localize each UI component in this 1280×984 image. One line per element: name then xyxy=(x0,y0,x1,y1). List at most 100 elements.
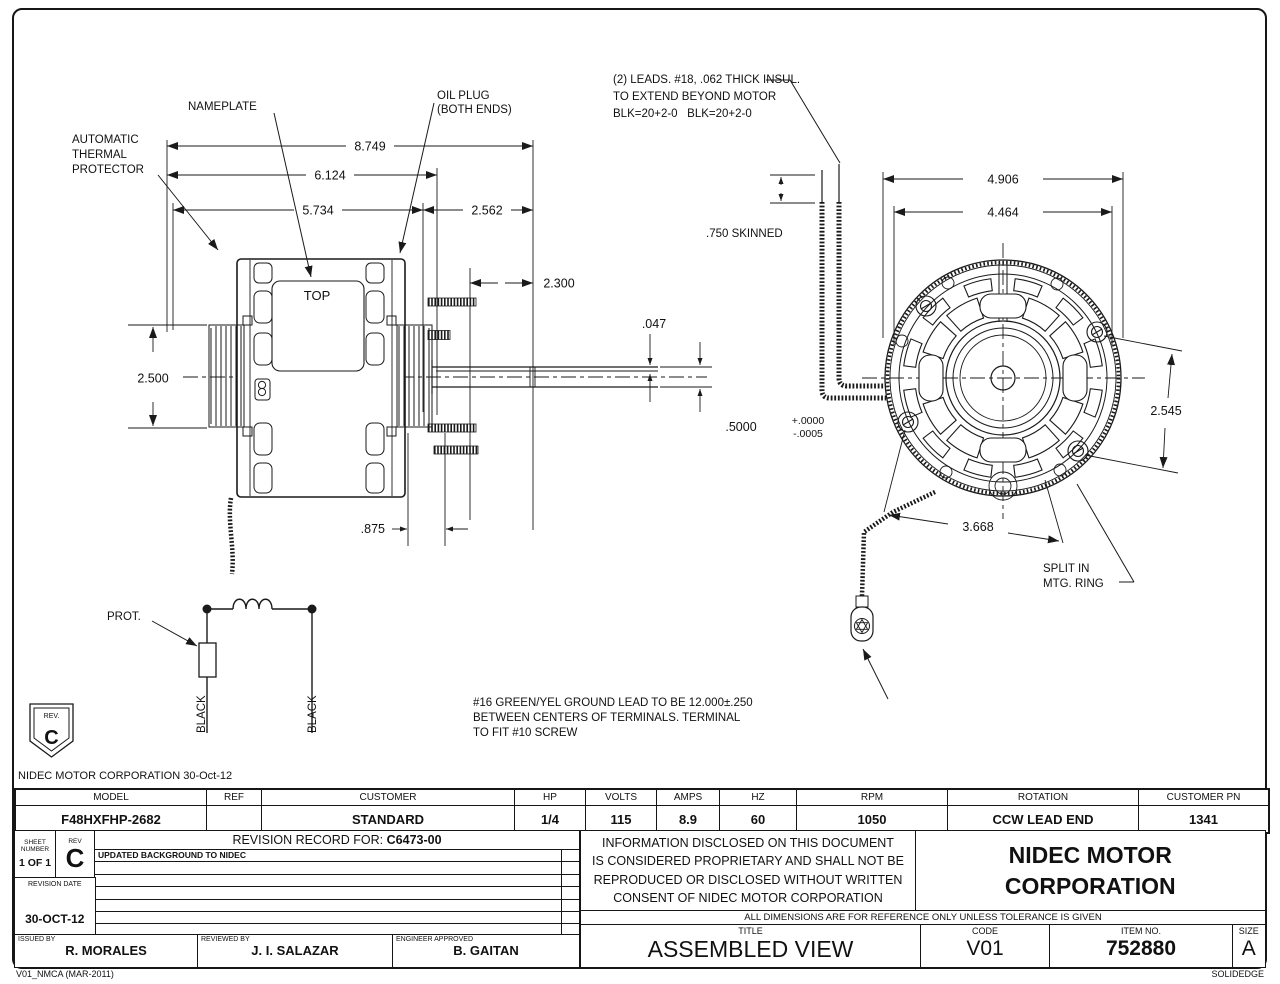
company-box: NIDEC MOTOR CORPORATION xyxy=(914,830,1266,911)
revision-record-divider xyxy=(561,849,562,934)
wiring-schematic xyxy=(151,598,317,733)
note-split-line1: SPLIT IN xyxy=(1043,563,1089,575)
sheet-label-1: SHEET xyxy=(24,839,46,846)
spec-value-rpm: 1050 xyxy=(857,812,887,827)
dim-5000: .5000 xyxy=(725,420,756,434)
rev-cell: REV C xyxy=(54,830,96,878)
sheet-label-2: NUMBER xyxy=(20,846,50,853)
footer-right: SOLIDEDGE xyxy=(1211,969,1264,979)
code-value: V01 xyxy=(966,937,1004,960)
revision-row-2 xyxy=(95,862,579,875)
revision-row-6 xyxy=(95,912,579,925)
dim-875: .875 xyxy=(361,522,385,536)
note-split-line2: MTG. RING xyxy=(1043,578,1104,590)
spec-header-hz: HZ xyxy=(720,790,796,806)
proprietary-line2: IS CONSIDERED PROPRIETARY AND SHALL NOT … xyxy=(592,854,904,868)
note-leads-line2: TO EXTEND BEYOND MOTOR xyxy=(613,91,776,103)
revision-record-title: REVISION RECORD FOR: xyxy=(232,833,384,847)
mounting-studs xyxy=(427,297,479,455)
note-thermal-line3: PROTECTOR xyxy=(72,164,144,176)
rev-badge-label: REV. xyxy=(44,713,60,720)
note-leads-line3: BLK=20+2-0 BLK=20+2-0 xyxy=(613,108,752,120)
sheet-border xyxy=(12,8,1267,969)
side-view-dimensions xyxy=(128,139,712,546)
spec-value-amps: 8.9 xyxy=(678,812,698,827)
revision-row-3 xyxy=(95,875,579,888)
item-cell: ITEM NO. 752880 xyxy=(1049,924,1233,968)
size-label: SIZE xyxy=(1238,926,1259,936)
spec-header-model: MODEL xyxy=(16,790,206,806)
revision-row-4 xyxy=(95,887,579,900)
spec-value-ref xyxy=(207,806,261,832)
engineer-approved-value: B. GAITAN xyxy=(453,943,519,958)
nameplate-outline xyxy=(271,280,365,372)
label-prot: PROT. xyxy=(107,611,141,623)
motor-assembly-drawing: 8.749 6.124 5.734 2.562 2.300 2.500 .047… xyxy=(29,74,1192,758)
note-ground-line3: TO FIT #10 SCREW xyxy=(473,727,578,739)
side-view-dim-labels: 8.749 6.124 5.734 2.562 2.300 2.500 .047… xyxy=(137,140,824,537)
label-black-left: BLACK xyxy=(196,695,208,733)
proprietary-line4: CONSENT OF NIDEC MOTOR CORPORATION xyxy=(613,891,883,905)
dim-2545: 2.545 xyxy=(1150,404,1181,418)
mounting-ring-right xyxy=(386,315,433,437)
title-value: ASSEMBLED VIEW xyxy=(647,936,854,962)
spec-header-customer: CUSTOMER xyxy=(262,790,514,806)
end-view-dimensions xyxy=(766,79,1192,700)
reviewed-by-label: REVIEWED BY xyxy=(201,936,250,943)
dim-5000-tol-minus: -.0005 xyxy=(793,428,823,440)
code-label: CODE xyxy=(971,926,998,936)
side-view xyxy=(183,258,707,575)
mounting-ring-left xyxy=(208,315,253,437)
side-view-leaders xyxy=(157,102,435,278)
label-top: TOP xyxy=(304,288,331,303)
note-leads-line1: (2) LEADS. #18, .062 THICK INSUL. xyxy=(613,74,800,86)
dim-4906: 4.906 xyxy=(987,173,1018,187)
dim-2300: 2.300 xyxy=(543,277,574,291)
spec-header-ref: REF xyxy=(207,790,261,806)
item-value: 752880 xyxy=(1105,937,1177,960)
spec-header-rpm: RPM xyxy=(797,790,947,806)
end-view-dim-labels: 4.906 4.464 2.545 3.668 xyxy=(962,173,1181,535)
lead-wires xyxy=(819,164,886,401)
reviewed-by-value: J. I. SALAZAR xyxy=(251,943,339,958)
thermal-protector-symbol xyxy=(198,642,217,678)
issued-by-label: ISSUED BY xyxy=(18,936,56,943)
company-line1: NIDEC MOTOR xyxy=(1008,841,1172,868)
shaft-bore xyxy=(990,365,1016,391)
rev-badge: REV. C xyxy=(29,703,74,758)
spec-value-customer: STANDARD xyxy=(352,812,424,827)
proprietary-line3: REPRODUCED OR DISCLOSED WITHOUT WRITTEN xyxy=(593,872,903,887)
revision-date-cell: REVISION DATE 30-OCT-12 xyxy=(14,876,96,936)
spec-header-rotation: ROTATION xyxy=(948,790,1138,806)
release-line: NIDEC MOTOR CORPORATION 30-Oct-12 xyxy=(18,770,233,782)
side-view-notes: AUTOMATIC THERMAL PROTECTOR NAMEPLATE OI… xyxy=(72,90,512,303)
spec-value-rotation: CCW LEAD END xyxy=(992,812,1094,827)
vent-slots xyxy=(253,262,385,494)
rev-label: REV xyxy=(68,837,82,845)
note-oil-plug-line2: (BOTH ENDS) xyxy=(437,104,512,116)
rev-value: C xyxy=(65,842,85,873)
revision-record: REVISION RECORD FOR: C6473-00 UPDATED BA… xyxy=(94,830,580,935)
revision-row-1: UPDATED BACKGROUND TO NIDEC xyxy=(95,850,579,863)
note-thermal-line2: THERMAL xyxy=(72,149,128,161)
note-skinned: .750 SKINNED xyxy=(706,228,783,240)
spec-value-model: F48HXFHP-2682 xyxy=(61,812,161,827)
dim-2562: 2.562 xyxy=(471,204,502,218)
dim-4464: 4.464 xyxy=(987,206,1018,220)
revision-record-number: C6473-00 xyxy=(386,833,442,847)
mounting-screws xyxy=(897,295,1108,462)
title-cell: TITLE ASSEMBLED VIEW xyxy=(580,924,921,968)
issued-by-value: R. MORALES xyxy=(65,943,147,958)
dim-5000-tol-plus: +.0000 xyxy=(792,415,825,427)
revision-row-5 xyxy=(95,900,579,912)
knurled-rim xyxy=(885,260,1121,496)
signoff-row: ISSUED BY R. MORALES REVIEWED BY J. I. S… xyxy=(14,934,580,968)
dim-047: .047 xyxy=(642,317,666,331)
item-label: ITEM NO. xyxy=(1121,926,1161,936)
dim-3668: 3.668 xyxy=(962,520,993,534)
engineer-approved-label: ENGINEER APPROVED xyxy=(396,936,474,943)
note-nameplate: NAMEPLATE xyxy=(188,101,257,113)
spec-header-amps: AMPS xyxy=(657,790,719,806)
